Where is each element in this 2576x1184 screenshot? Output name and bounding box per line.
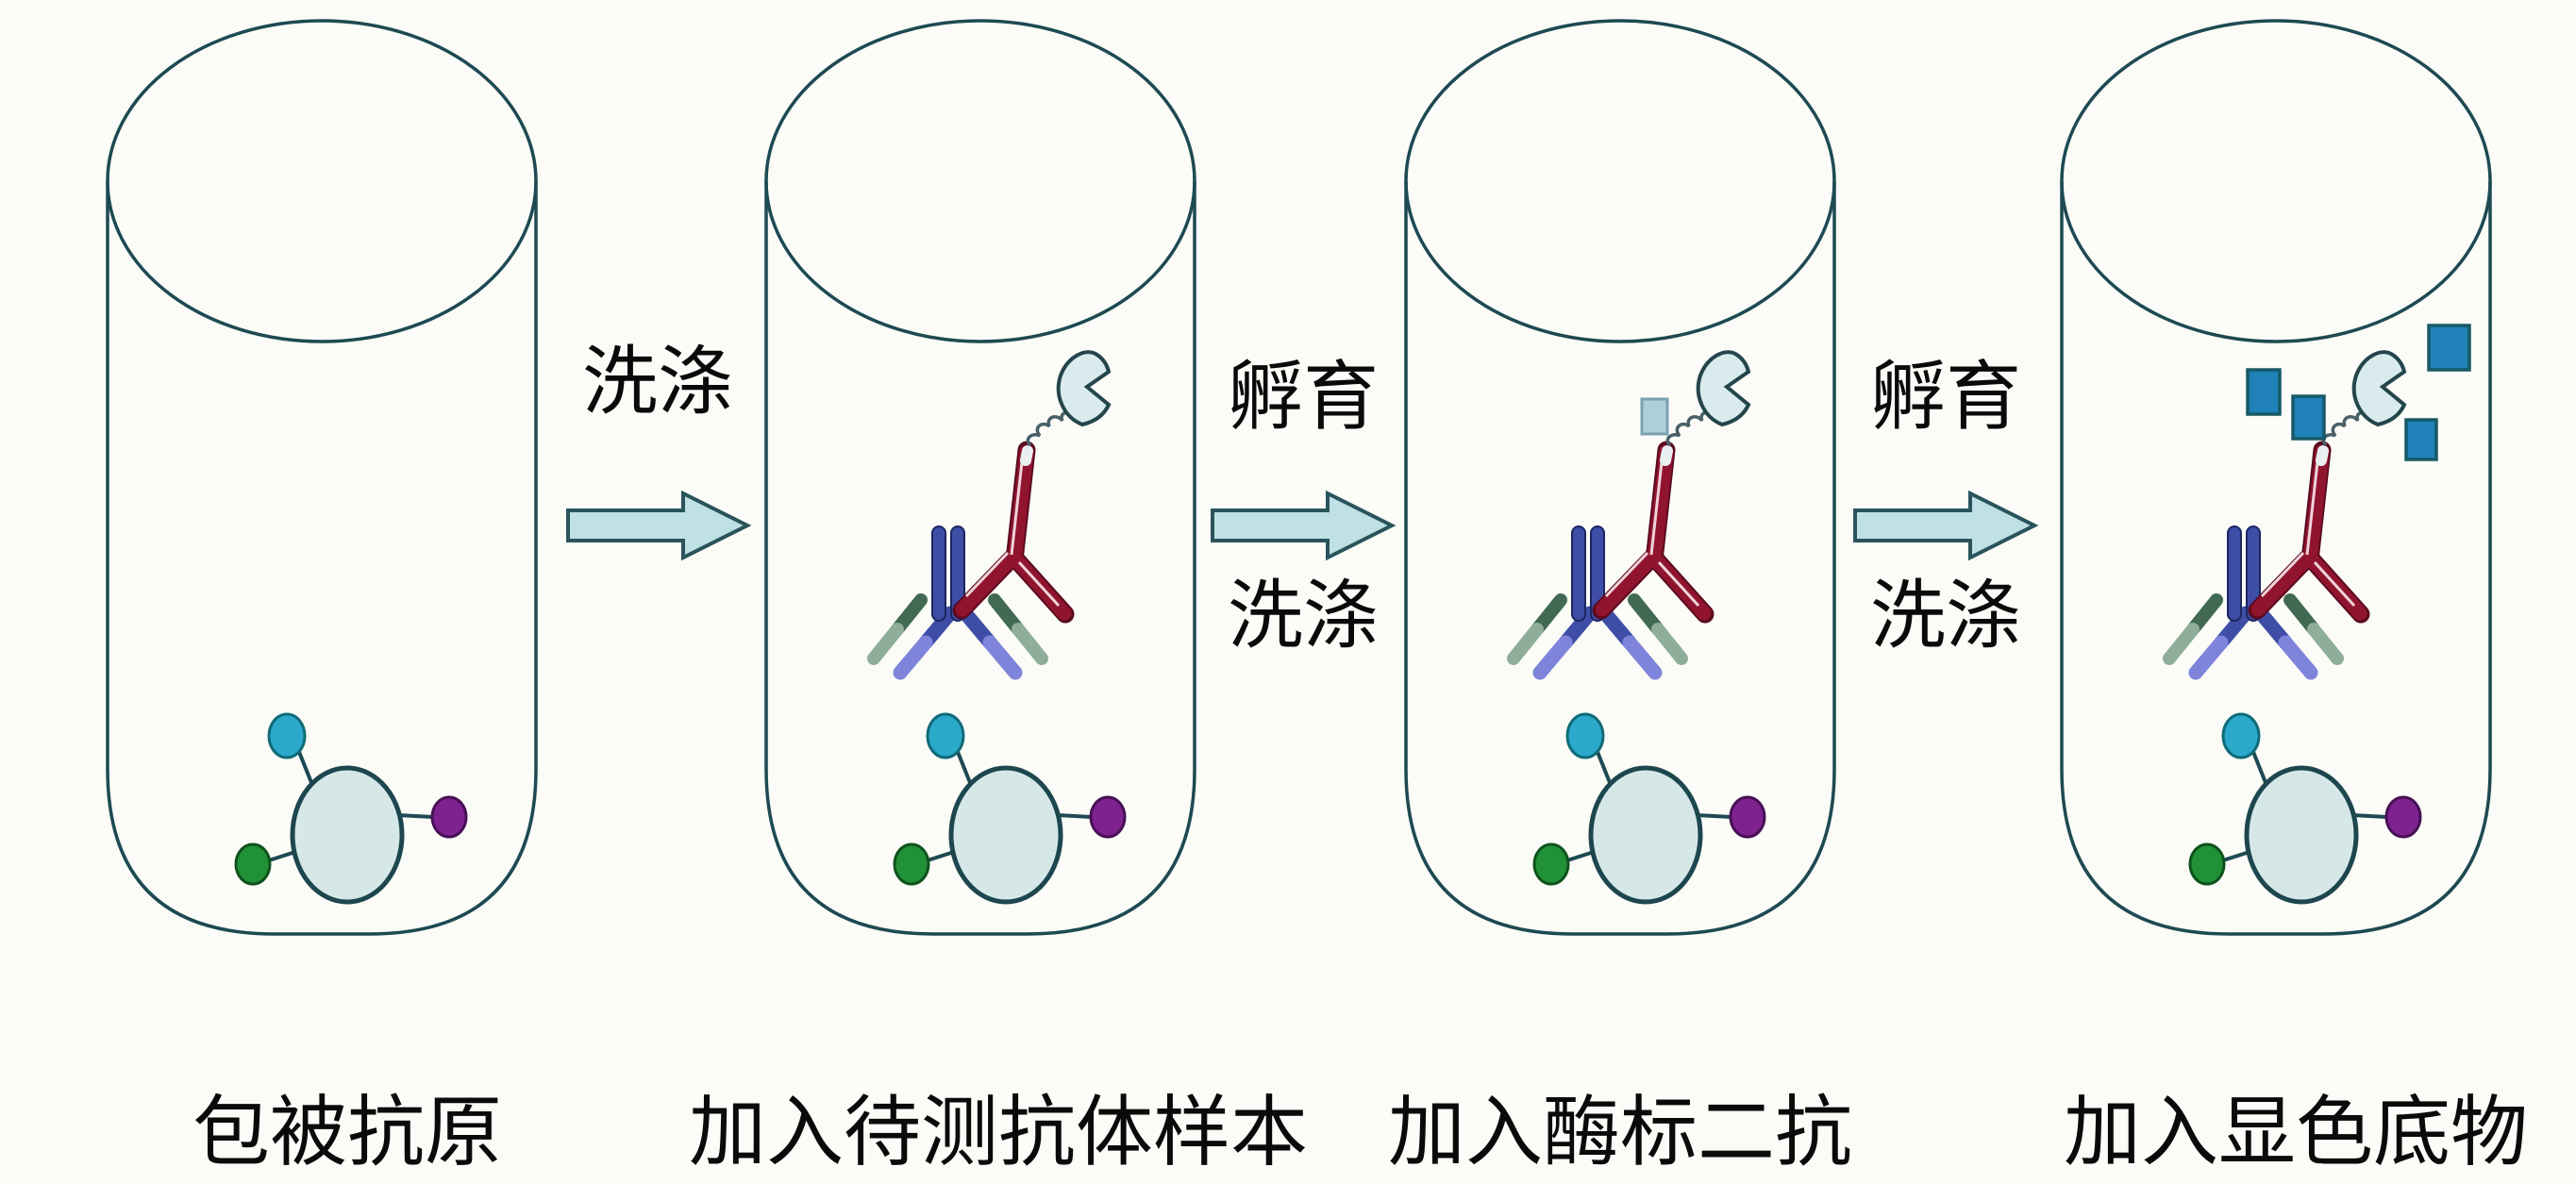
- substrate-square-pale-icon: [1640, 397, 1669, 436]
- arrow-2-top-label: 孵育: [1228, 357, 1379, 440]
- antibody-enzyme-complex-icon: [2169, 352, 2404, 673]
- antigen-icon: [1534, 714, 1765, 902]
- well-4-label: 加入显色底物: [2063, 1090, 2528, 1176]
- arrow-2-icon: [1211, 492, 1394, 559]
- well-4: [2060, 19, 2492, 936]
- well-2: [764, 19, 1196, 936]
- arrow-3-bottom-label: 洗涤: [1870, 575, 2021, 659]
- arrow-3-icon: [1853, 492, 2036, 559]
- well-2-label: 加入待测抗体样本: [688, 1090, 1308, 1176]
- antigen-icon: [2190, 714, 2420, 902]
- antigen-icon: [236, 714, 466, 902]
- well-3-label: 加入酶标二抗: [1387, 1090, 1852, 1176]
- arrow-1-top-label: 洗涤: [582, 342, 733, 425]
- antibody-enzyme-complex-icon: [874, 352, 1109, 673]
- arrow-3-top-label: 孵育: [1870, 357, 2021, 440]
- arrow-2-bottom-label: 洗涤: [1228, 575, 1379, 659]
- well-1-label: 包被抗原: [192, 1090, 502, 1176]
- antigen-icon: [895, 714, 1125, 902]
- well-3: [1404, 19, 1836, 936]
- antibody-enzyme-complex-icon: [1514, 352, 1748, 673]
- well-1: [106, 19, 538, 936]
- arrow-1-icon: [566, 492, 749, 559]
